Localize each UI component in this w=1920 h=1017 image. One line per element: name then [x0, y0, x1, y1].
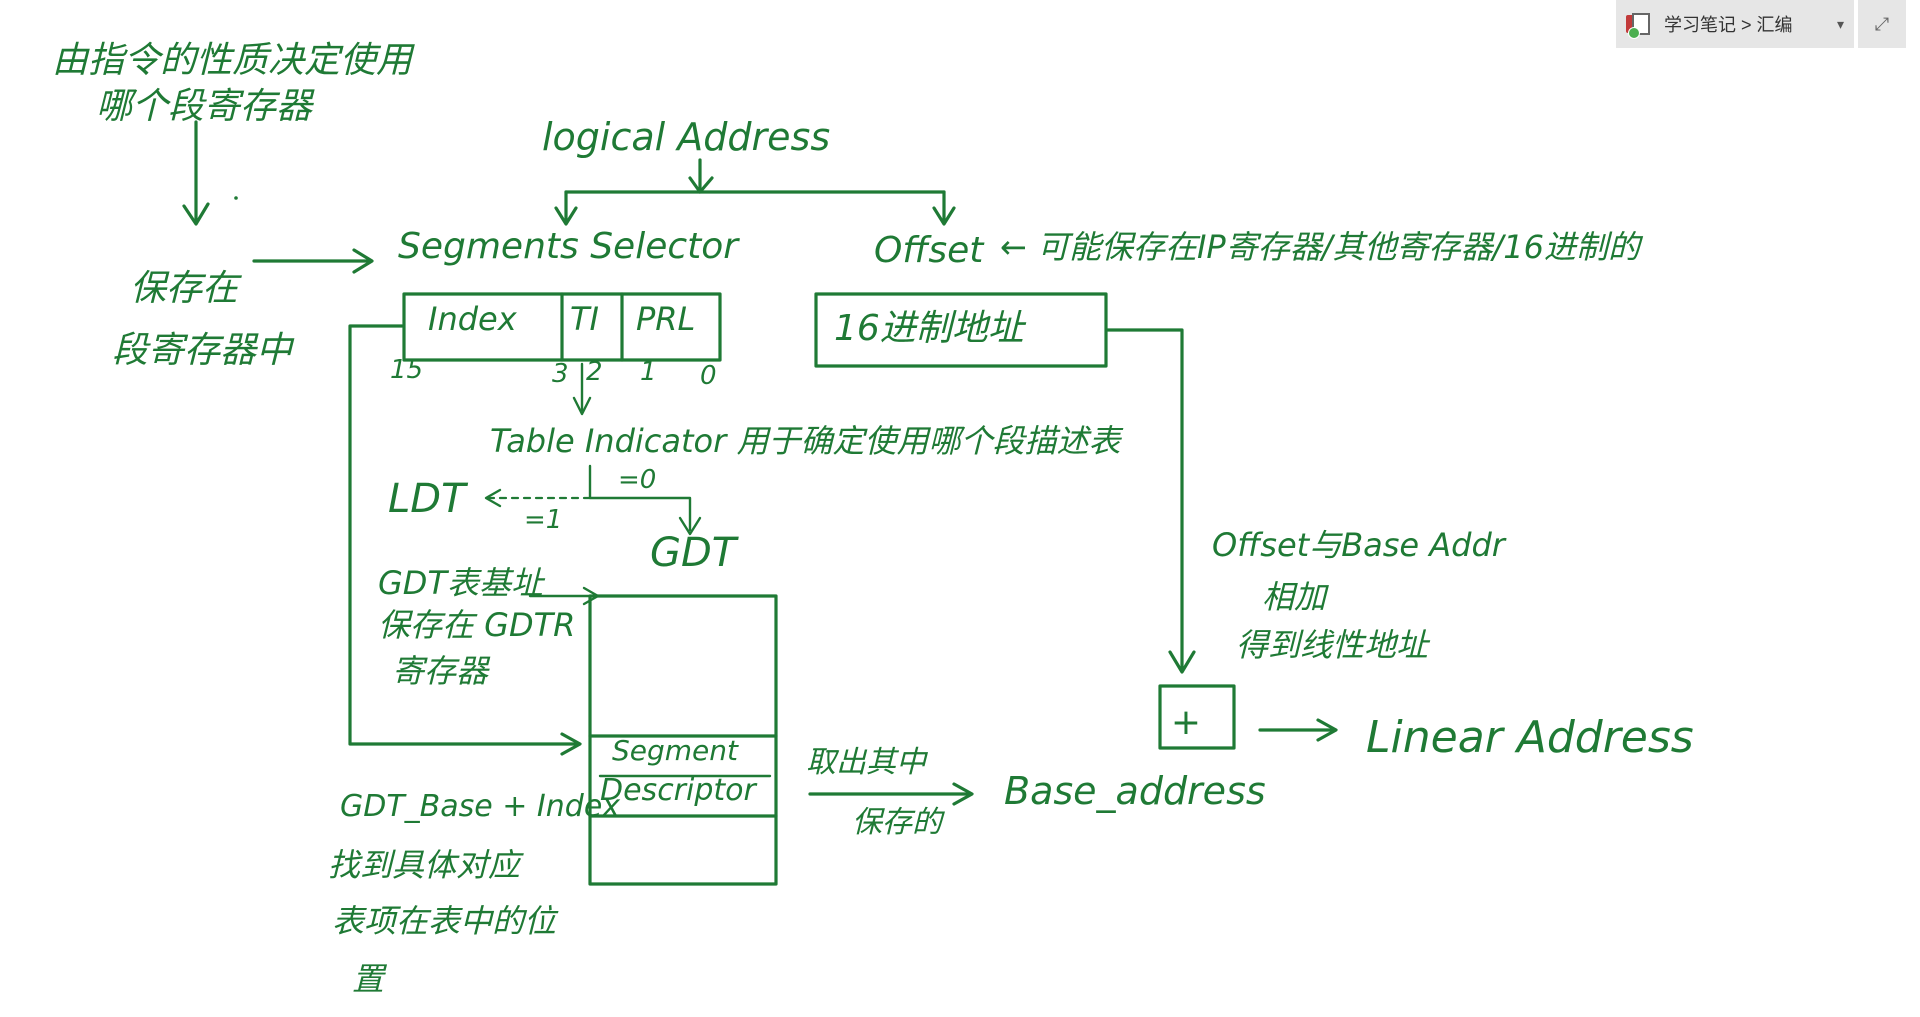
segment-descriptor-line2: Descriptor: [600, 773, 758, 808]
ti-pointer-arrowhead: [572, 396, 592, 416]
ti-equals-1: =1: [524, 505, 562, 535]
linear-address-label: Linear Address: [1366, 712, 1694, 763]
bit-label-0: 0: [700, 361, 717, 391]
arrowhead-logical-stem: [688, 176, 714, 194]
expand-icon[interactable]: ⤢: [1858, 0, 1906, 48]
stored-in-line1: 保存在: [130, 268, 242, 309]
chevron-down-icon[interactable]: ▾: [1836, 15, 1844, 32]
segment-selector-label: Segments Selector: [398, 226, 740, 267]
instruction-note-line2: 哪个段寄存器: [96, 86, 315, 127]
ti-to-gdt-arrowhead: [678, 516, 702, 536]
ti-to-ldt-arrowhead: [484, 488, 502, 508]
gdt-table: [588, 594, 778, 886]
stored-in-line2: 段寄存器中: [112, 330, 295, 371]
selector-field-index: Index: [428, 300, 518, 338]
bit-label-1: 1: [640, 357, 657, 387]
find-note-line3: 置: [352, 960, 388, 998]
arrowhead-offset-adder: [1168, 650, 1196, 674]
ldt-label: LDT: [388, 476, 469, 522]
offset-label: Offset: [874, 230, 985, 271]
base-address-label: Base_address: [1004, 769, 1266, 813]
selector-field-ti: TI: [570, 300, 599, 338]
arrowhead-linear-address: [1316, 718, 1338, 742]
ti-to-gdt-line: [588, 464, 692, 532]
bit-label-3: 3: [552, 359, 569, 389]
ti-equals-0: =0: [618, 465, 656, 495]
offset-hex-box: [814, 292, 1108, 368]
index-to-descriptor-path: [348, 324, 580, 746]
gdt-base-note-line1: GDT表基址: [378, 564, 546, 602]
selector-field-prl: PRL: [636, 300, 695, 338]
notebook-breadcrumb: 学习笔记 > 汇编: [1664, 15, 1793, 35]
notebook-icon: [1626, 11, 1654, 39]
ink-dot: [234, 196, 238, 200]
find-note-line2: 表项在表中的位: [332, 902, 559, 940]
gdt-label: GDT: [650, 530, 740, 576]
arrowhead-branch-offset: [932, 206, 956, 226]
offset-add-note-line3: 得到线性地址: [1236, 626, 1431, 664]
arrowhead-to-selector: [352, 248, 374, 274]
arrowhead-instruction-down: [182, 202, 210, 226]
logical-address-label: logical Address: [542, 115, 830, 159]
plus-sign: +: [1171, 702, 1201, 743]
offset-hex-address: 16进制地址: [834, 308, 1027, 349]
arrowhead-index-descriptor: [560, 732, 582, 756]
segment-descriptor-line1: Segment: [612, 734, 739, 767]
offset-note: ← 可能保存在IP寄存器/其他寄存器/16进制的: [1000, 228, 1644, 266]
bit-label-2: 2: [586, 357, 603, 387]
gdt-base-note-line2: 保存在 GDTR: [378, 606, 575, 644]
offset-to-adder-path: [1106, 328, 1184, 670]
take-out-line1: 取出其中: [806, 745, 929, 780]
gdt-base-note-line3: 寄存器: [392, 652, 491, 690]
adder-box: [1158, 684, 1236, 750]
offset-add-note-line1: Offset与Base Addr: [1212, 526, 1507, 564]
take-out-line2: 保存的: [852, 805, 945, 840]
gdt-base-plus-index: GDT_Base + Index: [340, 789, 620, 824]
offset-add-note-line2: 相加: [1262, 578, 1329, 616]
find-note-line1: 找到具体对应: [328, 846, 524, 884]
arrowhead-branch-selector: [554, 206, 578, 226]
notebook-breadcrumb-button[interactable]: 学习笔记 > 汇编 ▾: [1616, 0, 1854, 48]
table-indicator-note: Table Indicator 用于确定使用哪个段描述表: [490, 422, 1123, 460]
instruction-note-line1: 由指令的性质决定使用: [52, 40, 415, 81]
arrowhead-base-address: [952, 782, 974, 806]
